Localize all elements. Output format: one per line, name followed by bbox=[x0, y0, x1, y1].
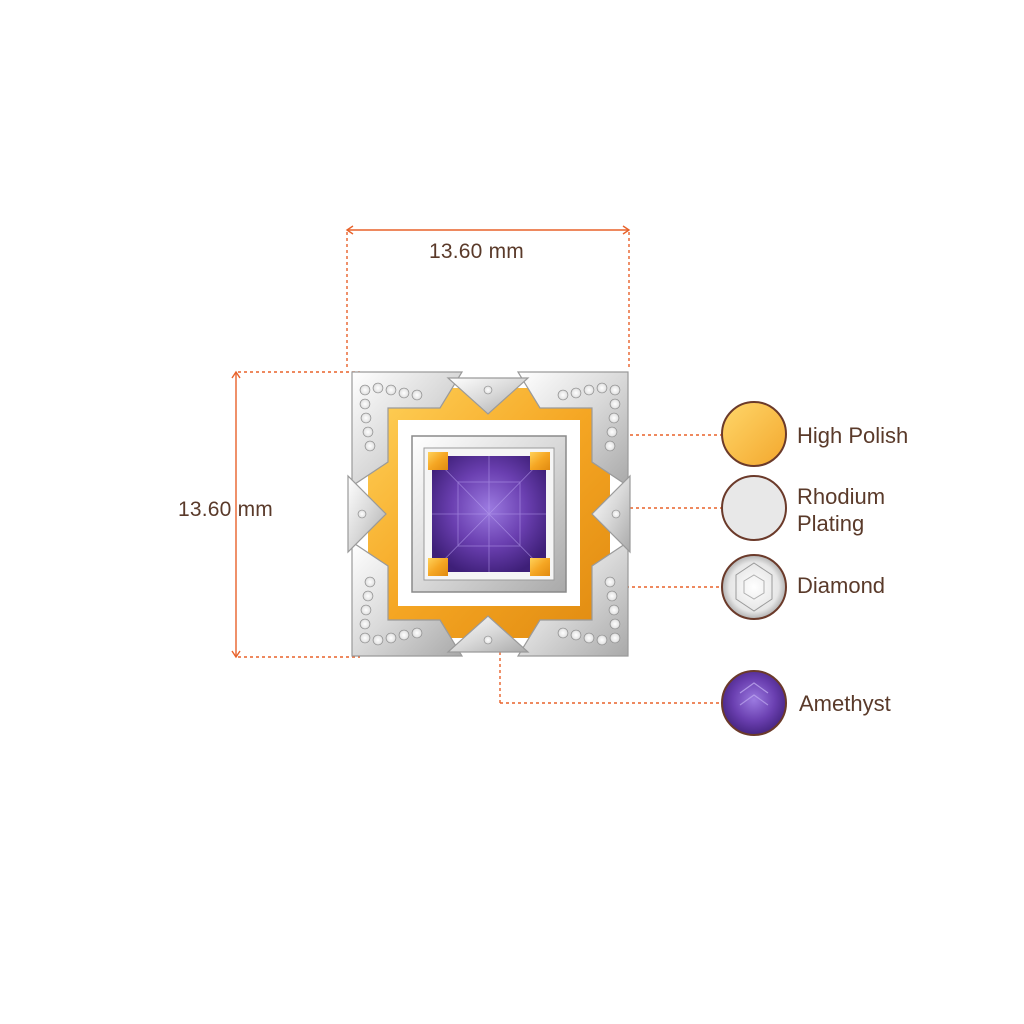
legend-swatches bbox=[721, 401, 787, 736]
pave-diamonds bbox=[357, 382, 621, 646]
rhodium-triangles bbox=[347, 377, 631, 653]
legend-diamond-label: Diamond bbox=[797, 573, 886, 598]
jewelry-piece bbox=[347, 371, 631, 657]
rhodium-swatch-icon bbox=[721, 475, 787, 541]
legend-rhodium-plating-label: Rhodium Plating bbox=[797, 484, 886, 536]
amethyst-facets bbox=[431, 455, 547, 573]
diamond-swatch-icon bbox=[721, 554, 787, 620]
amethyst-swatch-icon bbox=[721, 670, 787, 736]
gold-prongs bbox=[428, 452, 550, 576]
legend-high-polish-label: High Polish bbox=[797, 423, 909, 448]
legend-amethyst-label: Amethyst bbox=[799, 691, 891, 716]
width-dimension-label: 13.60 mm bbox=[429, 240, 524, 263]
height-dimension-label: 13.60 mm bbox=[178, 498, 273, 521]
gold-swatch-icon bbox=[721, 401, 787, 467]
